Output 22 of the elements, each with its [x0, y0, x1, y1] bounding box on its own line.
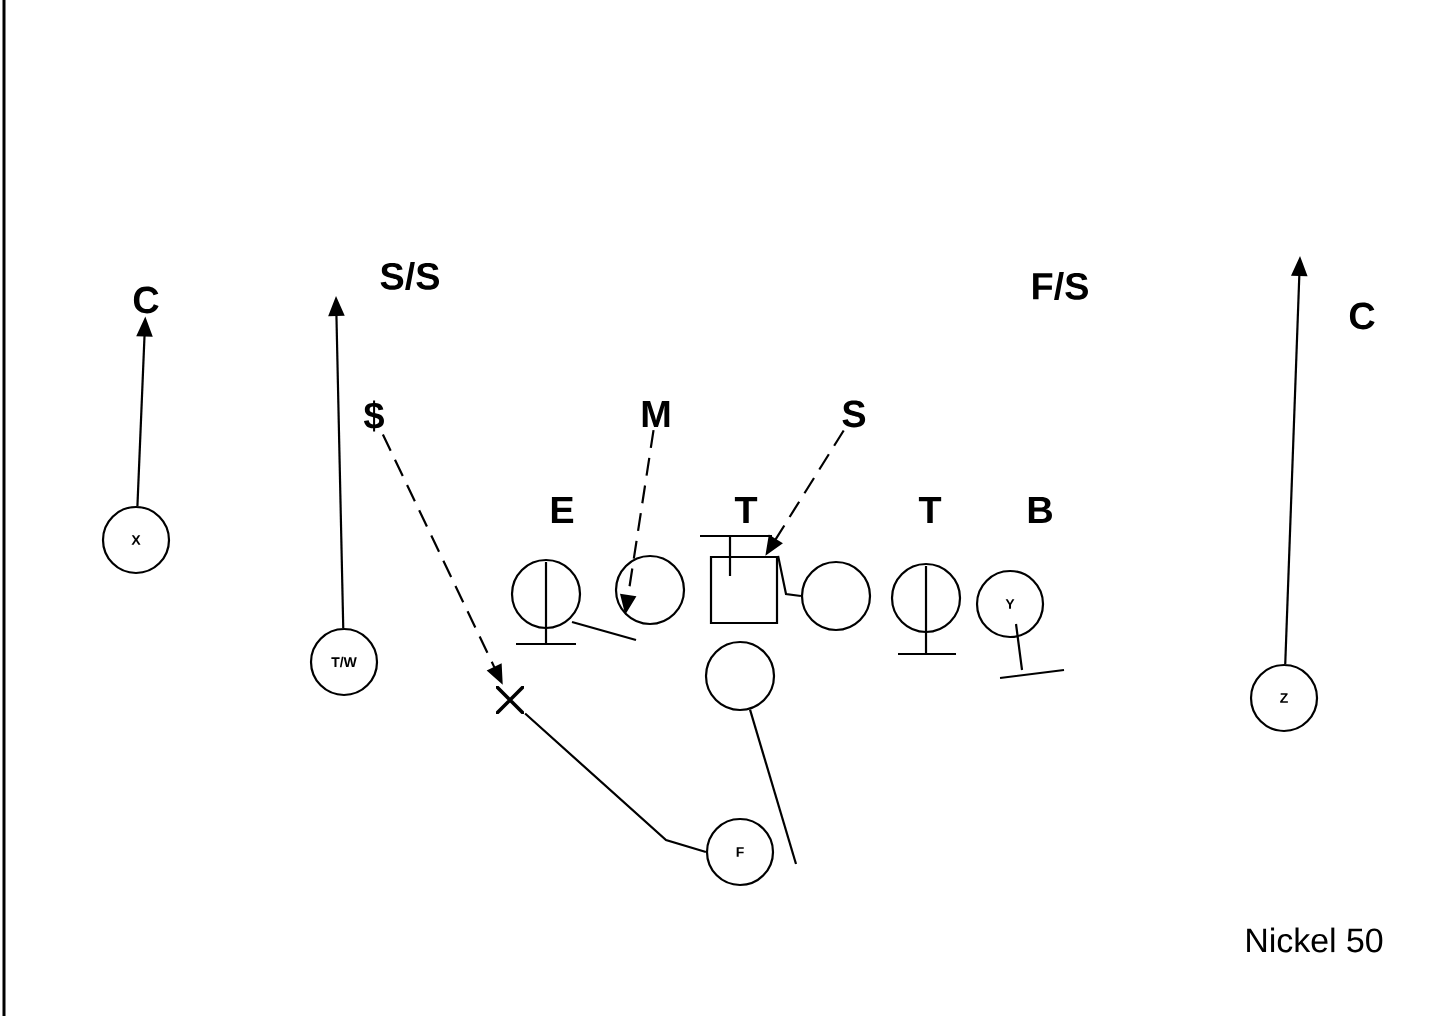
player-circle: [614, 554, 686, 626]
player-circle: [800, 560, 872, 632]
position-letter: B: [1028, 497, 1052, 523]
position-letter: E: [551, 497, 574, 523]
position-letter: $: [364, 400, 384, 432]
route-line: [524, 712, 707, 854]
position-letter: M: [642, 401, 670, 427]
route-line: [777, 555, 802, 598]
position-letter: T: [918, 497, 942, 523]
position-letter: C: [133, 286, 159, 314]
player-circle: [510, 558, 582, 630]
position-letter: S/S: [380, 261, 439, 291]
player-circle: [890, 562, 962, 634]
player-circle: [704, 640, 776, 712]
route-line: [748, 709, 798, 865]
position-letter: T: [734, 497, 758, 523]
position-letter: F/S: [1033, 271, 1088, 301]
center-square: [709, 555, 779, 625]
formation-title: Nickel 50: [1247, 927, 1383, 953]
position-letter: S: [842, 400, 866, 428]
position-letter: C: [1349, 302, 1375, 330]
cross-mark: [496, 686, 524, 714]
